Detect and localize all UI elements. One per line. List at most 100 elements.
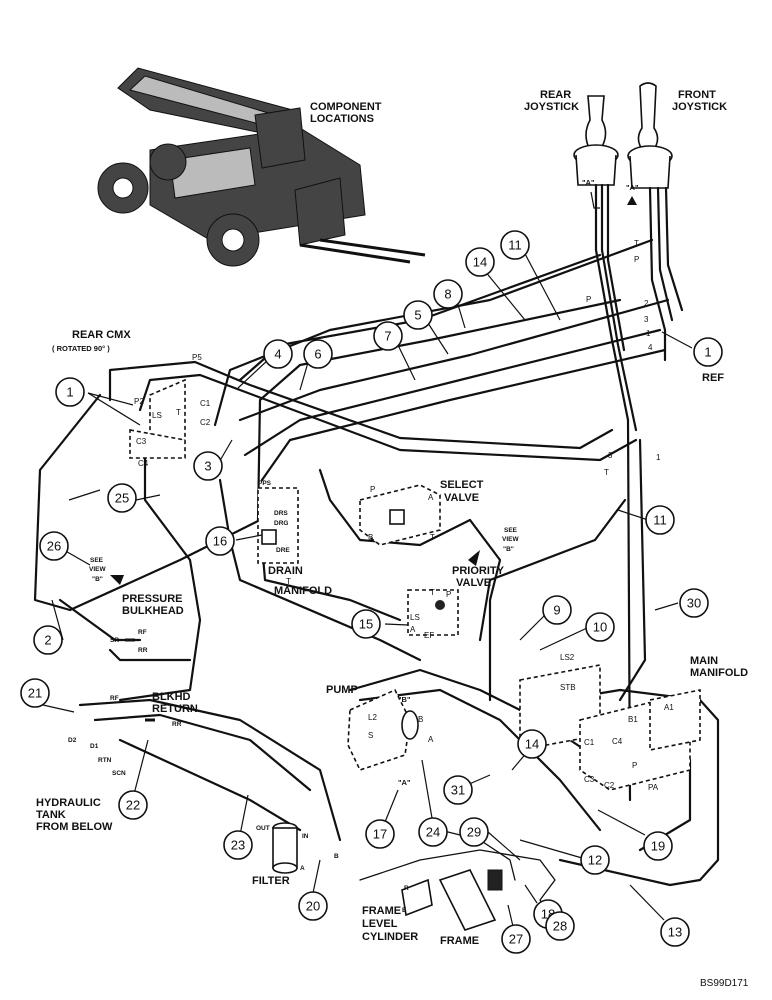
- main-manifold-port-a1: A1: [664, 703, 674, 712]
- component-locations-label-1: COMPONENT: [310, 101, 382, 113]
- callout-number: 30: [687, 596, 701, 611]
- callout-circle: [33, 625, 63, 655]
- filter-port-b: B: [334, 853, 339, 860]
- callout-29: 29: [459, 817, 489, 847]
- callout-2: 2: [33, 625, 63, 655]
- callout-number: 26: [47, 539, 61, 554]
- frame-level-cylinder-label-3: CYLINDER: [362, 931, 418, 943]
- callout-circle: [351, 609, 381, 639]
- select-valve-label-1: SELECT: [440, 479, 484, 491]
- callout-circle: [365, 819, 395, 849]
- callout-circle: [303, 339, 333, 369]
- vertical-line-label-3: 3: [608, 451, 613, 460]
- callout-circle: [298, 891, 328, 921]
- callout-circle: [223, 830, 253, 860]
- select-valve-label-2: VALVE: [444, 492, 479, 504]
- callout-circle: [403, 300, 433, 330]
- vertical-line-label-t: T: [604, 468, 609, 477]
- joystick-line-label-t: T: [634, 239, 639, 248]
- callout-17: 17: [365, 819, 395, 849]
- callout-12: 12: [580, 845, 610, 875]
- callout-number: 8: [444, 287, 451, 302]
- pressure-bulkhead-label-2: BULKHEAD: [122, 605, 184, 617]
- callout-16: 16: [205, 526, 235, 556]
- component-locations-label-2: LOCATIONS: [310, 113, 374, 125]
- see-view-b-priority-1: SEE: [504, 527, 518, 534]
- bulkhead-view-arrow: [110, 575, 124, 585]
- pump: [347, 688, 419, 771]
- callout-number: 5: [414, 308, 421, 323]
- callout-14-b: 14: [517, 729, 547, 759]
- callout-10: 10: [585, 612, 615, 642]
- main-manifold-port-c2: C2: [604, 781, 615, 790]
- callout-number: 14: [473, 255, 487, 270]
- callout-number: 11: [653, 513, 667, 528]
- telehandler-illustration: [97, 67, 426, 267]
- callout-number: 17: [373, 827, 387, 842]
- callout-8: 8: [433, 279, 463, 309]
- main-manifold-port-p: P: [632, 761, 637, 770]
- main-manifold-port-c1: C1: [584, 738, 595, 747]
- callout-number: 4: [274, 347, 281, 362]
- callout-number: 21: [28, 686, 42, 701]
- callout-number: 9: [553, 603, 560, 618]
- priority-valve-port-ls: LS: [410, 613, 420, 622]
- drain-manifold-port-dre: DRE: [276, 547, 290, 554]
- main-manifold-port-c3: C3: [584, 775, 595, 784]
- callout-number: 10: [593, 620, 607, 635]
- see-view-b-bulkhead-1: SEE: [90, 557, 104, 564]
- callout-number: 11: [508, 238, 522, 253]
- callout-3: 3: [193, 451, 223, 481]
- callout-number: 12: [588, 853, 602, 868]
- joystick-line-label-p: P: [634, 255, 639, 264]
- callout-23: 23: [223, 830, 253, 860]
- callout-9: 9: [542, 595, 572, 625]
- callout-circle: [193, 451, 223, 481]
- callout-6: 6: [303, 339, 333, 369]
- callout-circle: [443, 775, 473, 805]
- callout-number: 20: [306, 899, 320, 914]
- select-valve: [359, 484, 441, 546]
- callout-number: 7: [384, 329, 391, 344]
- select-valve-port-b: B: [368, 533, 373, 542]
- callout-circle: [643, 831, 673, 861]
- front-joystick-label-1: FRONT: [678, 89, 716, 101]
- callout-number: 28: [553, 919, 567, 934]
- callout-number: 23: [231, 838, 245, 853]
- callout-15: 15: [351, 609, 381, 639]
- callout-circle: [118, 790, 148, 820]
- rear-joystick: [573, 95, 619, 186]
- view-a-marker-front: "A": [626, 183, 639, 192]
- callout-circle: [433, 279, 463, 309]
- filter-port-in: IN: [302, 833, 309, 840]
- frame-cyl-port-e: E: [402, 907, 407, 914]
- callout-20: 20: [298, 891, 328, 921]
- callout-7: 7: [373, 321, 403, 351]
- main-manifold-label-1: MAIN: [690, 655, 718, 667]
- joystick-line-label-3: 3: [644, 315, 649, 324]
- pump-view-a-marker: "A": [398, 778, 411, 787]
- rear-cmx-valve: [129, 378, 186, 459]
- priority-valve-label-1: PRIORITY: [452, 565, 505, 577]
- tank-port-d1: D1: [90, 743, 99, 750]
- ref-label: REF: [702, 372, 724, 384]
- frame-level-cylinder-label-1: FRAME: [362, 905, 401, 917]
- main-manifold-port-b1: B1: [628, 715, 638, 724]
- callout-circle: [373, 321, 403, 351]
- callout-circle: [545, 911, 575, 941]
- hydraulic-tank-label-1: HYDRAULIC: [36, 797, 101, 809]
- pump-view-b-marker: "B": [398, 695, 411, 704]
- callout-number: 19: [651, 839, 665, 854]
- bulkhead-return-port-rr: RR: [172, 721, 182, 728]
- priority-valve-label-2: VALVE: [456, 577, 491, 589]
- callout-circle: [205, 526, 235, 556]
- pump-port-b: B: [418, 715, 423, 724]
- drain-manifold-port-drg: DRG: [274, 520, 288, 527]
- callout-number: 2: [44, 633, 51, 648]
- callout-25: 25: [107, 483, 137, 513]
- callout-circle: [418, 817, 448, 847]
- callout-circle: [660, 917, 690, 947]
- filter-port-a: A: [300, 865, 305, 872]
- view-a-arrow-front: [627, 196, 637, 205]
